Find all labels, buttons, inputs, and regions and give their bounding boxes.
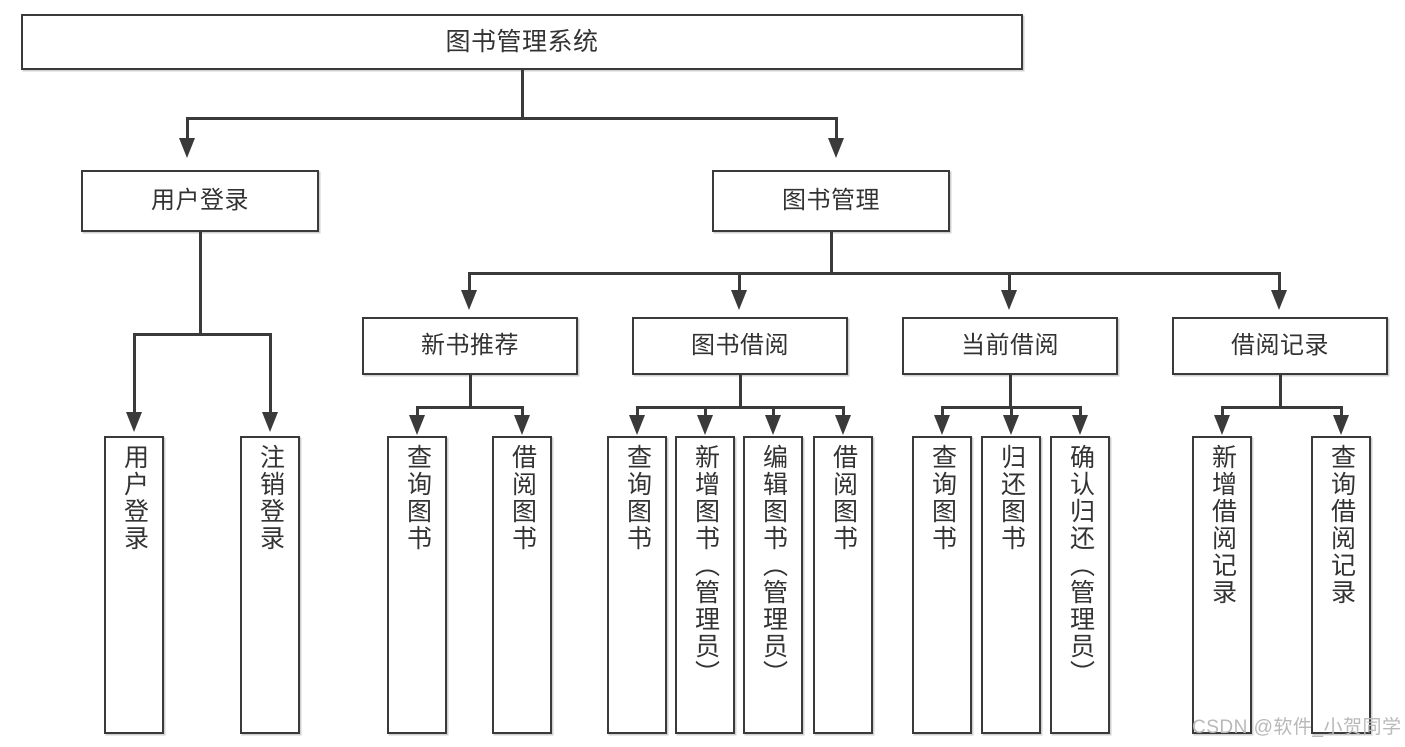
connector-borrowrecord-to-leaf2 <box>1340 406 1343 418</box>
node-borrow-record[interactable]: 借阅记录 <box>1172 317 1388 375</box>
node-label: 新书推荐 <box>421 331 519 359</box>
arrow-bookborrow-to-leaf1 <box>629 415 645 435</box>
connector-bookmgmt-to-record <box>1278 272 1281 292</box>
node-label: 图书管理系统 <box>445 28 599 56</box>
arrow-borrowrecord-to-leaf1 <box>1214 415 1230 435</box>
node-label: 借阅记录 <box>1231 331 1329 359</box>
connector-bookborrow-to-leaf1 <box>636 406 639 418</box>
node-label: 用户登录 <box>151 186 249 214</box>
leaf-add-book-admin[interactable]: 新增图书（管理员） <box>675 436 735 734</box>
arrow-root-to-login <box>179 138 195 158</box>
arrow-bookborrow-to-leaf4 <box>835 415 851 435</box>
node-label: 用户登录 <box>120 444 149 552</box>
connector-login-to-leaf2 <box>269 333 272 415</box>
node-label: 归还图书 <box>997 444 1026 552</box>
connector-root-to-bookmgmt <box>835 117 838 141</box>
node-book-borrow[interactable]: 图书借阅 <box>632 317 848 375</box>
node-current-borrow[interactable]: 当前借阅 <box>902 317 1118 375</box>
connector-currentborrow-stem <box>1009 375 1012 408</box>
connector-bookmgmt-bar <box>468 272 1280 275</box>
arrow-bookmgmt-to-record <box>1271 290 1287 310</box>
node-new-book-recommend[interactable]: 新书推荐 <box>362 317 578 375</box>
connector-bookborrow-to-leaf2 <box>704 406 707 418</box>
connector-bookmgmt-stem <box>830 232 833 274</box>
connector-borrowrecord-to-leaf1 <box>1221 406 1224 418</box>
node-label: 借阅图书 <box>829 444 858 552</box>
node-label: 注销登录 <box>256 444 285 552</box>
arrow-bookmgmt-to-new <box>461 290 477 310</box>
connector-login-to-leaf1 <box>133 333 136 415</box>
node-label: 确认归还（管理员） <box>1066 444 1095 687</box>
connector-bookborrow-to-leaf3 <box>772 406 775 418</box>
connector-currentborrow-to-leaf1 <box>941 406 944 418</box>
connector-borrowrecord-stem <box>1279 375 1282 408</box>
leaf-query-book-borrow[interactable]: 查询图书 <box>607 436 667 734</box>
leaf-borrow-book-new[interactable]: 借阅图书 <box>492 436 552 734</box>
connector-root-bar <box>186 117 837 120</box>
arrow-currentborrow-to-leaf2 <box>1003 415 1019 435</box>
connector-root-to-login <box>186 117 189 141</box>
connector-root-stem <box>521 70 524 118</box>
arrow-login-to-leaf2 <box>262 412 278 432</box>
node-label: 查询图书 <box>928 444 957 552</box>
node-label: 新增图书（管理员） <box>691 444 720 687</box>
arrow-currentborrow-to-leaf1 <box>934 415 950 435</box>
arrow-currentborrow-to-leaf3 <box>1072 415 1088 435</box>
leaf-query-book-new[interactable]: 查询图书 <box>387 436 447 734</box>
arrow-newbook-to-leaf2 <box>514 415 530 435</box>
leaf-edit-book-admin[interactable]: 编辑图书（管理员） <box>743 436 803 734</box>
connector-currentborrow-to-leaf2 <box>1010 406 1013 418</box>
node-label: 查询图书 <box>403 444 432 552</box>
connector-login-bar <box>133 333 269 336</box>
arrow-bookborrow-to-leaf3 <box>765 415 781 435</box>
connector-bookmgmt-to-current <box>1008 272 1011 292</box>
leaf-confirm-return-admin[interactable]: 确认归还（管理员） <box>1050 436 1110 734</box>
node-label: 借阅图书 <box>508 444 537 552</box>
connector-bookborrow-stem <box>739 375 742 408</box>
leaf-query-book-current[interactable]: 查询图书 <box>912 436 972 734</box>
watermark: CSDN @软件_小贺同学 <box>1192 717 1402 738</box>
node-root-system[interactable]: 图书管理系统 <box>21 14 1023 70</box>
arrow-newbook-to-leaf1 <box>409 415 425 435</box>
leaf-add-borrow-record[interactable]: 新增借阅记录 <box>1192 436 1252 734</box>
arrow-bookmgmt-to-current <box>1001 290 1017 310</box>
arrow-bookborrow-to-leaf2 <box>697 415 713 435</box>
arrow-login-to-leaf1 <box>126 412 142 432</box>
node-label: 图书借阅 <box>691 331 789 359</box>
arrow-bookmgmt-to-borrow <box>731 290 747 310</box>
connector-newbook-to-leaf2 <box>521 406 524 418</box>
connector-bookborrow-bar <box>636 406 842 409</box>
arrow-root-to-bookmgmt <box>828 138 844 158</box>
connector-newbook-stem <box>469 375 472 408</box>
connector-bookmgmt-to-new <box>468 272 471 292</box>
leaf-logout[interactable]: 注销登录 <box>240 436 300 734</box>
node-label: 查询图书 <box>623 444 652 552</box>
connector-newbook-to-leaf1 <box>416 406 419 418</box>
node-label: 新增借阅记录 <box>1208 444 1237 606</box>
leaf-query-borrow-record[interactable]: 查询借阅记录 <box>1311 436 1371 734</box>
arrow-borrowrecord-to-leaf2 <box>1333 415 1349 435</box>
connector-bookmgmt-to-borrow <box>738 272 741 292</box>
leaf-return-book[interactable]: 归还图书 <box>981 436 1041 734</box>
node-book-management[interactable]: 图书管理 <box>712 170 950 232</box>
node-label: 图书管理 <box>782 186 880 214</box>
connector-borrowrecord-bar <box>1221 406 1340 409</box>
connector-login-stem <box>199 232 202 335</box>
node-label: 编辑图书（管理员） <box>759 444 788 687</box>
leaf-borrow-book[interactable]: 借阅图书 <box>813 436 873 734</box>
node-label: 当前借阅 <box>961 331 1059 359</box>
node-user-login[interactable]: 用户登录 <box>81 170 319 232</box>
connector-currentborrow-to-leaf3 <box>1079 406 1082 418</box>
node-label: 查询借阅记录 <box>1327 444 1356 606</box>
connector-bookborrow-to-leaf4 <box>842 406 845 418</box>
leaf-user-login[interactable]: 用户登录 <box>104 436 164 734</box>
connector-newbook-bar <box>416 406 523 409</box>
